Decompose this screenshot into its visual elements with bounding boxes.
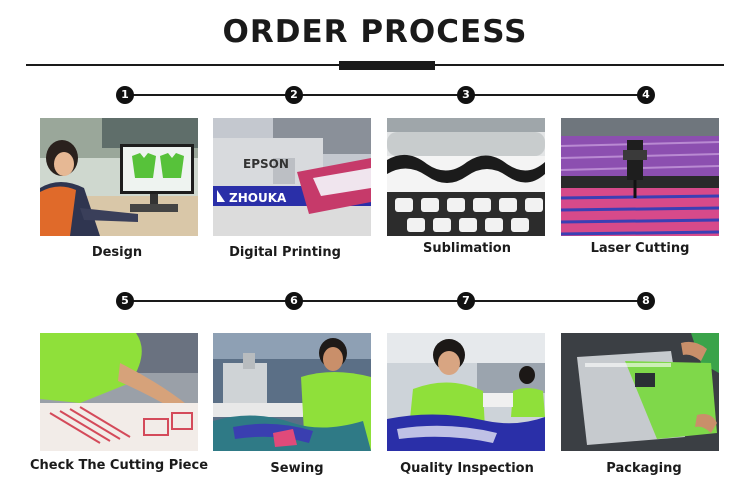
step-1-label: Design [91,245,143,260]
step-5-badge: 5 [116,292,134,310]
step-5-label: Check The Cutting Piece [29,458,209,473]
sublimation-photo [387,118,545,236]
step-4-badge: 4 [637,86,655,104]
design-photo [40,118,198,236]
laser-cutting-photo [561,118,719,236]
printer-banner-text: ZHOUKA [229,191,287,205]
step-6-badge: 6 [285,292,303,310]
packaging-photo [561,333,719,451]
step-7-label: Quality Inspection [400,461,534,476]
step-3-label: Sublimation [422,241,511,256]
step-6-label: Sewing [270,461,324,476]
timeline-row-2 [125,300,646,302]
step-2-label: Digital Printing [229,245,341,260]
quality-inspection-photo [387,333,545,451]
step-2-badge: 2 [285,86,303,104]
digital-printing-photo: EPSON ZHOUKA [213,118,371,236]
sewing-photo [213,333,371,451]
step-3-badge: 3 [457,86,475,104]
printer-brand-text: EPSON [243,157,289,171]
page-title: ORDER PROCESS [222,14,528,50]
step-8-badge: 8 [637,292,655,310]
check-cutting-piece-photo [40,333,198,451]
step-1-badge: 1 [116,86,134,104]
step-7-badge: 7 [457,292,475,310]
title-divider-accent [339,61,435,70]
step-8-label: Packaging [606,461,682,476]
timeline-row-1 [125,94,646,96]
step-4-label: Laser Cutting [590,241,690,256]
